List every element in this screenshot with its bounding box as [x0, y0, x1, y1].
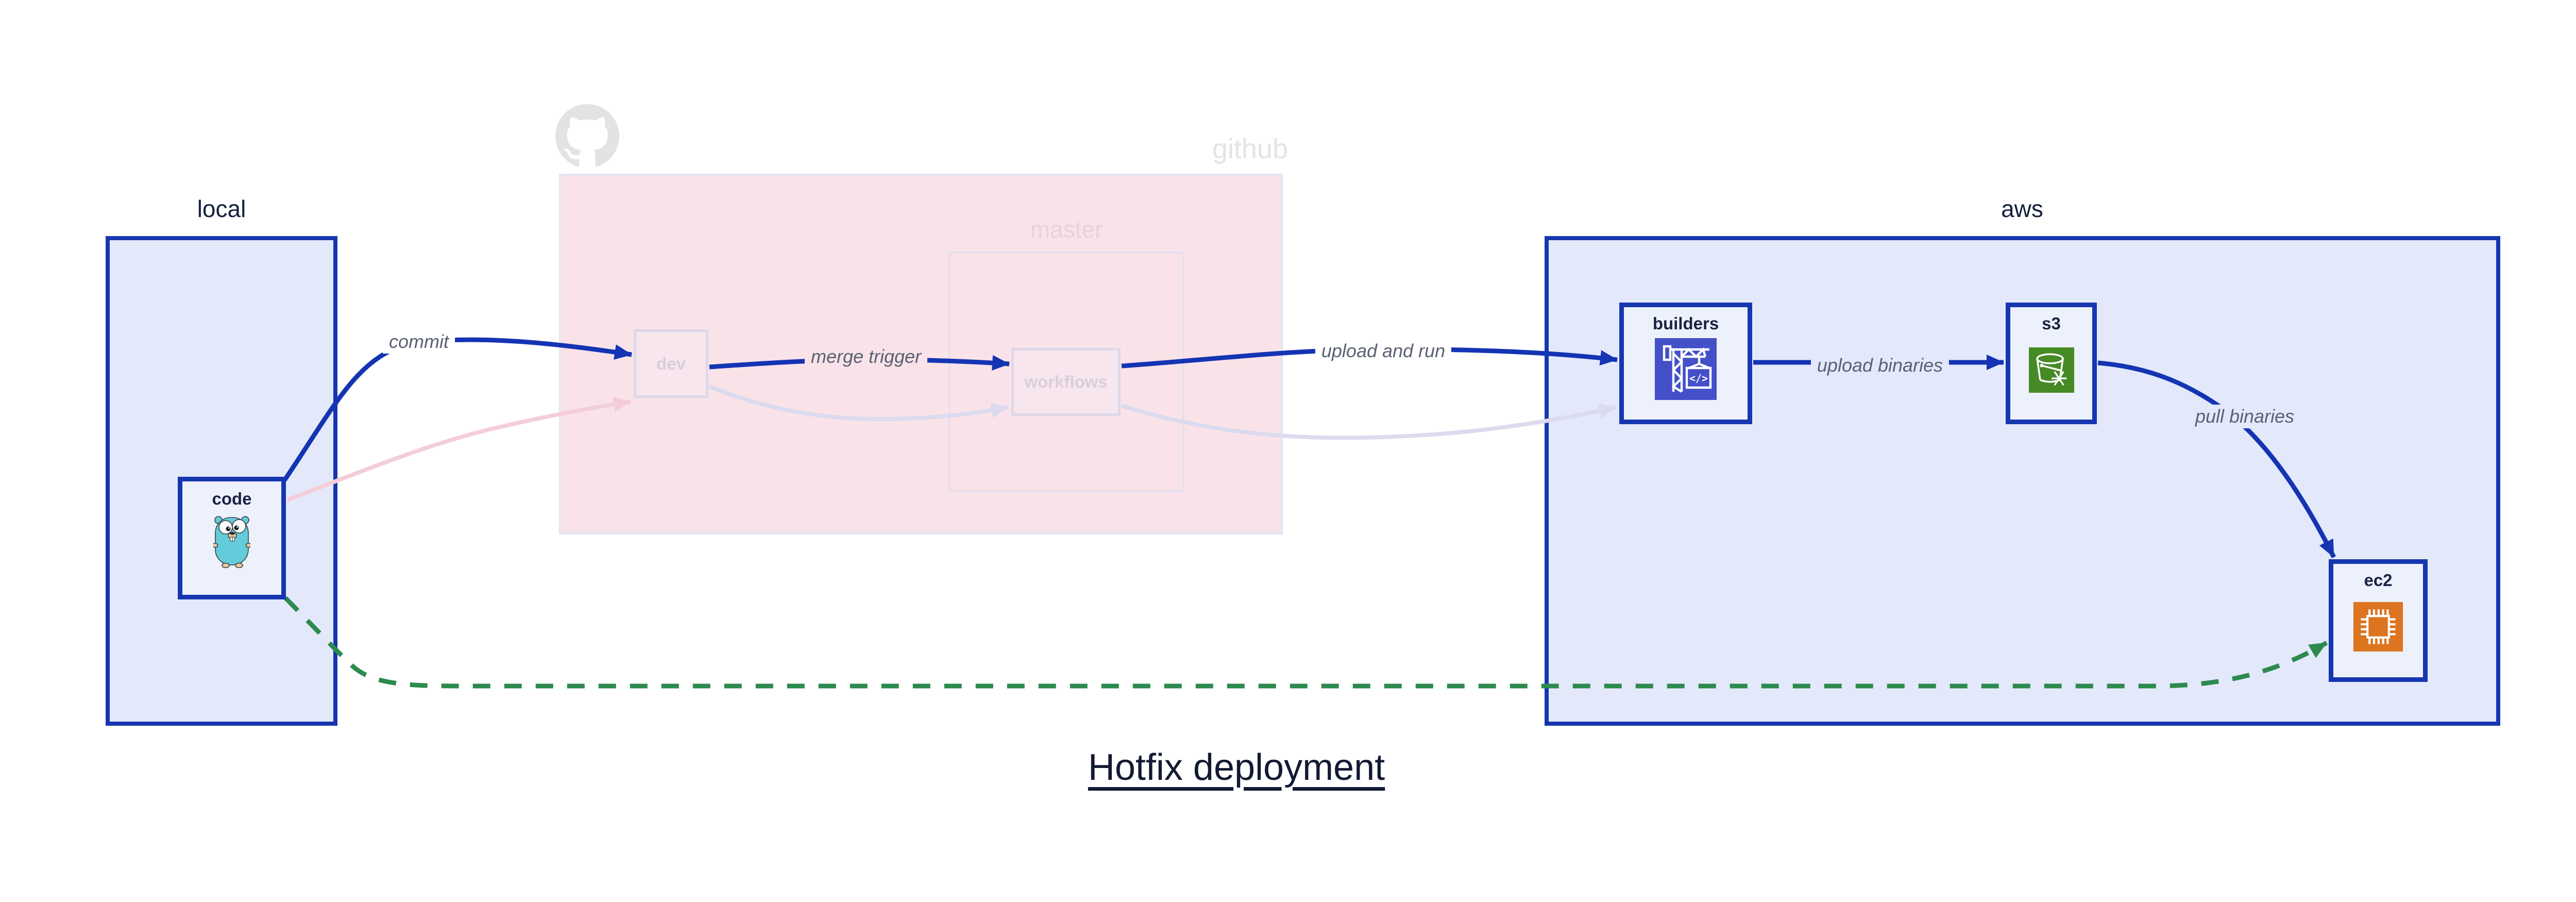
github-group-label: github [1212, 133, 1288, 164]
node-code: code [178, 477, 286, 599]
edge-label-pull-binaries: pull binaries [2189, 405, 2301, 428]
node-s3-label: s3 [2042, 314, 2061, 333]
node-dev: dev [634, 329, 708, 398]
aws-group-label: aws [2001, 195, 2043, 222]
codebuild-crane-icon: </> [1655, 338, 1717, 400]
node-workflows: workflows [1011, 348, 1121, 416]
ec2-chip-icon [2353, 602, 2403, 652]
svg-text:</>: </> [1689, 372, 1708, 385]
local-group-label: local [197, 195, 246, 222]
edge-label-upload-and-run: upload and run [1315, 339, 1452, 363]
edge-label-merge-trigger: merge trigger [804, 345, 928, 369]
diagram-title: Hotfix deployment [1088, 747, 1385, 788]
node-builders: builders </> [1619, 303, 1752, 424]
node-ec2-label: ec2 [2364, 571, 2393, 590]
master-branch-box [948, 252, 1184, 492]
go-gopher-icon [213, 516, 250, 569]
node-ec2: ec2 [2329, 559, 2428, 682]
node-s3: s3 [2006, 303, 2097, 424]
node-builders-label: builders [1652, 314, 1719, 333]
s3-glacier-bucket-icon [2028, 347, 2074, 393]
node-dev-label: dev [656, 354, 686, 373]
edge-label-upload-binaries: upload binaries [1810, 354, 1950, 377]
edge-label-commit: commit [383, 330, 455, 354]
github-logo-icon [555, 104, 619, 166]
master-branch-label: master [1030, 216, 1103, 243]
node-workflows-label: workflows [1024, 372, 1108, 391]
node-code-label: code [212, 489, 252, 508]
